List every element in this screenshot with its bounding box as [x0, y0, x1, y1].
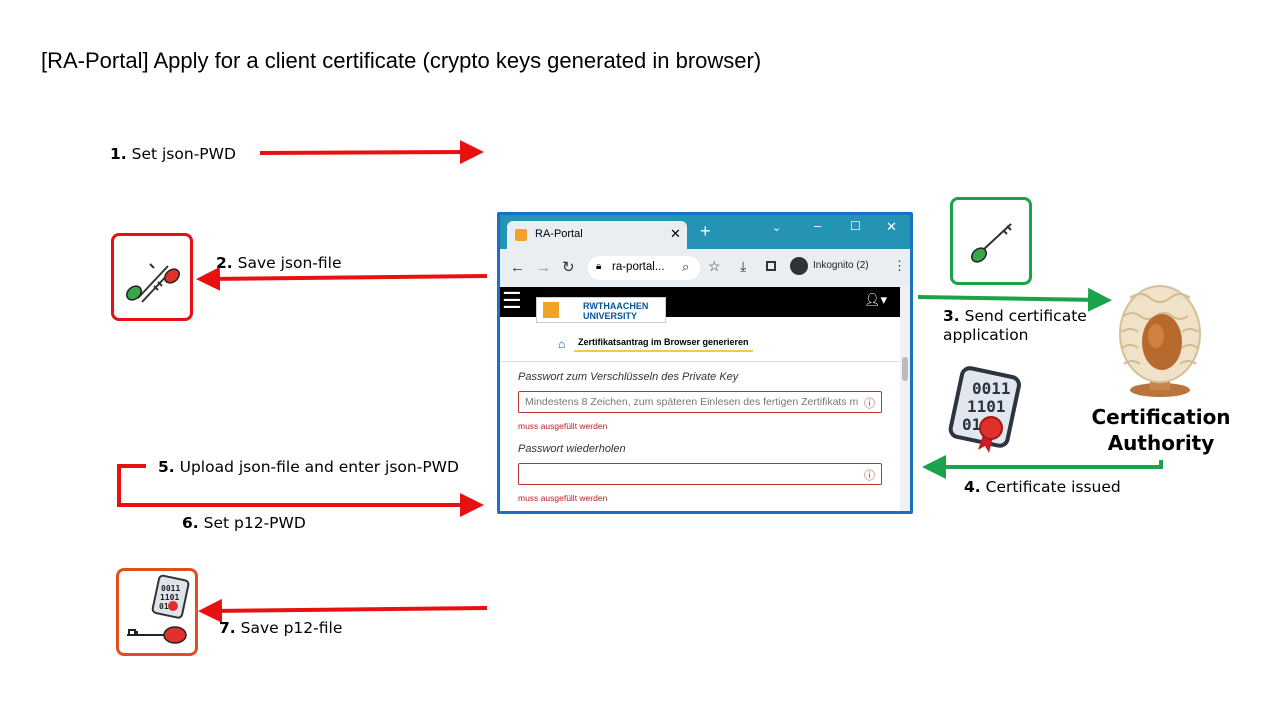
window-close-icon[interactable]: ✕ [886, 219, 897, 234]
minimize-icon[interactable]: – [814, 218, 822, 233]
step2-label: 2. Save json-file [216, 254, 342, 272]
repeat-password-input[interactable] [518, 463, 882, 485]
address-bar[interactable]: 🔒︎ ra-portal... [588, 256, 700, 280]
step5-label: 5. Upload json-file and enter json-PWD [158, 458, 459, 476]
arrow-step1 [259, 140, 484, 165]
zoom-icon[interactable]: ⌕ [682, 259, 690, 274]
keypair-icon [126, 263, 180, 303]
keypair-icon-box [111, 233, 193, 321]
scrollbar[interactable] [900, 287, 910, 511]
new-tab-icon[interactable]: + [700, 221, 711, 241]
arrow-step2 [196, 266, 488, 291]
step7-label: 7. Save p12-file [219, 619, 343, 637]
forward-icon[interactable]: → [536, 259, 551, 276]
rwth-logo: RWTHAACHEN UNIVERSITY [536, 297, 666, 323]
tab-title: RA-Portal [535, 228, 583, 240]
url-text: ra-portal... [612, 261, 665, 273]
hamburger-menu-icon[interactable]: ☰ [502, 288, 522, 313]
public-key-icon [971, 223, 1012, 263]
public-key-icon-box [950, 197, 1032, 285]
private-key-password-label: Passwort zum Verschlüsseln des Private K… [518, 371, 739, 383]
private-key-password-input[interactable]: Mindestens 8 Zeichen, zum späteren Einle… [518, 391, 882, 413]
p12-cert-line2: 1101 [160, 593, 179, 602]
field2-error: muss ausgefüllt werden [518, 493, 608, 503]
back-icon[interactable]: ← [510, 259, 525, 276]
tab-favicon-icon [515, 229, 527, 241]
certification-authority-icon [1119, 285, 1201, 397]
browser-toolbar: ← → ↻ 🔒︎ ra-portal... ⌕ ☆ ⤓ Inkognito (2… [500, 249, 910, 287]
error-icon-2: ⓘ [864, 470, 875, 482]
scrollbar-thumb[interactable] [902, 357, 908, 381]
diagram-title: [RA-Portal] Apply for a client certifica… [41, 48, 762, 73]
reload-icon[interactable]: ↻ [562, 259, 575, 276]
maximize-icon[interactable]: ☐ [850, 219, 861, 233]
download-icon[interactable]: ⤓ [740, 258, 747, 274]
bookmark-star-icon[interactable]: ☆ [708, 258, 721, 274]
lock-icon: 🔒︎ [596, 261, 602, 272]
step1-label: 1. Set json-PWD [110, 145, 236, 163]
rwth-logo-mark [543, 302, 559, 318]
p12-icon: 0011 1101 01 [127, 574, 190, 644]
cert-digits-line2: 1101 [967, 397, 1006, 416]
private-key-password-placeholder: Mindestens 8 Zeichen, zum späteren Einle… [525, 396, 859, 408]
divider [500, 361, 900, 362]
cert-digits-line1: 0011 [972, 379, 1011, 398]
user-account-icon[interactable]: 👤︎▾ [864, 292, 888, 307]
breadcrumb[interactable]: Zertifikatsantrag im Browser generieren [574, 334, 753, 352]
cert-digits-line3: 01 [962, 415, 981, 434]
arrow-step4 [922, 455, 1163, 479]
arrow-step7 [198, 598, 488, 623]
rwth-logo-text: RWTHAACHEN UNIVERSITY [583, 301, 649, 321]
p12-cert-line1: 0011 [161, 584, 180, 593]
incognito-icon [790, 257, 808, 275]
repeat-password-label: Passwort wiederholen [518, 443, 626, 455]
error-icon: ⓘ [864, 398, 875, 410]
certificate-icon: 0011 1101 01 [948, 366, 1021, 453]
p12-icon-box: 0011 1101 01 [116, 568, 198, 656]
tab-list-icon[interactable]: ⌄ [772, 222, 782, 234]
p12-cert-line3: 01 [159, 602, 169, 611]
arrow-step5-6 [117, 464, 484, 517]
browser-window: RA-Portal ✕ + ⌄ – ☐ ✕ ← → ↻ 🔒︎ ra-portal… [497, 212, 913, 514]
step4-label: 4. Certificate issued [964, 478, 1121, 496]
field1-error: muss ausgefüllt werden [518, 421, 608, 431]
sidepanel-icon[interactable] [766, 261, 776, 271]
certification-authority-label: Certification Authority [1091, 405, 1231, 455]
home-icon[interactable]: ⌂ [558, 337, 566, 351]
step6-label: 6. Set p12-PWD [182, 514, 306, 532]
arrow-step3 [917, 287, 1112, 312]
incognito-label[interactable]: Inkognito (2) [813, 260, 869, 271]
browser-tab[interactable]: RA-Portal ✕ [507, 221, 687, 249]
browser-menu-icon[interactable]: ⋮ [893, 258, 906, 273]
tab-close-icon[interactable]: ✕ [670, 226, 681, 241]
